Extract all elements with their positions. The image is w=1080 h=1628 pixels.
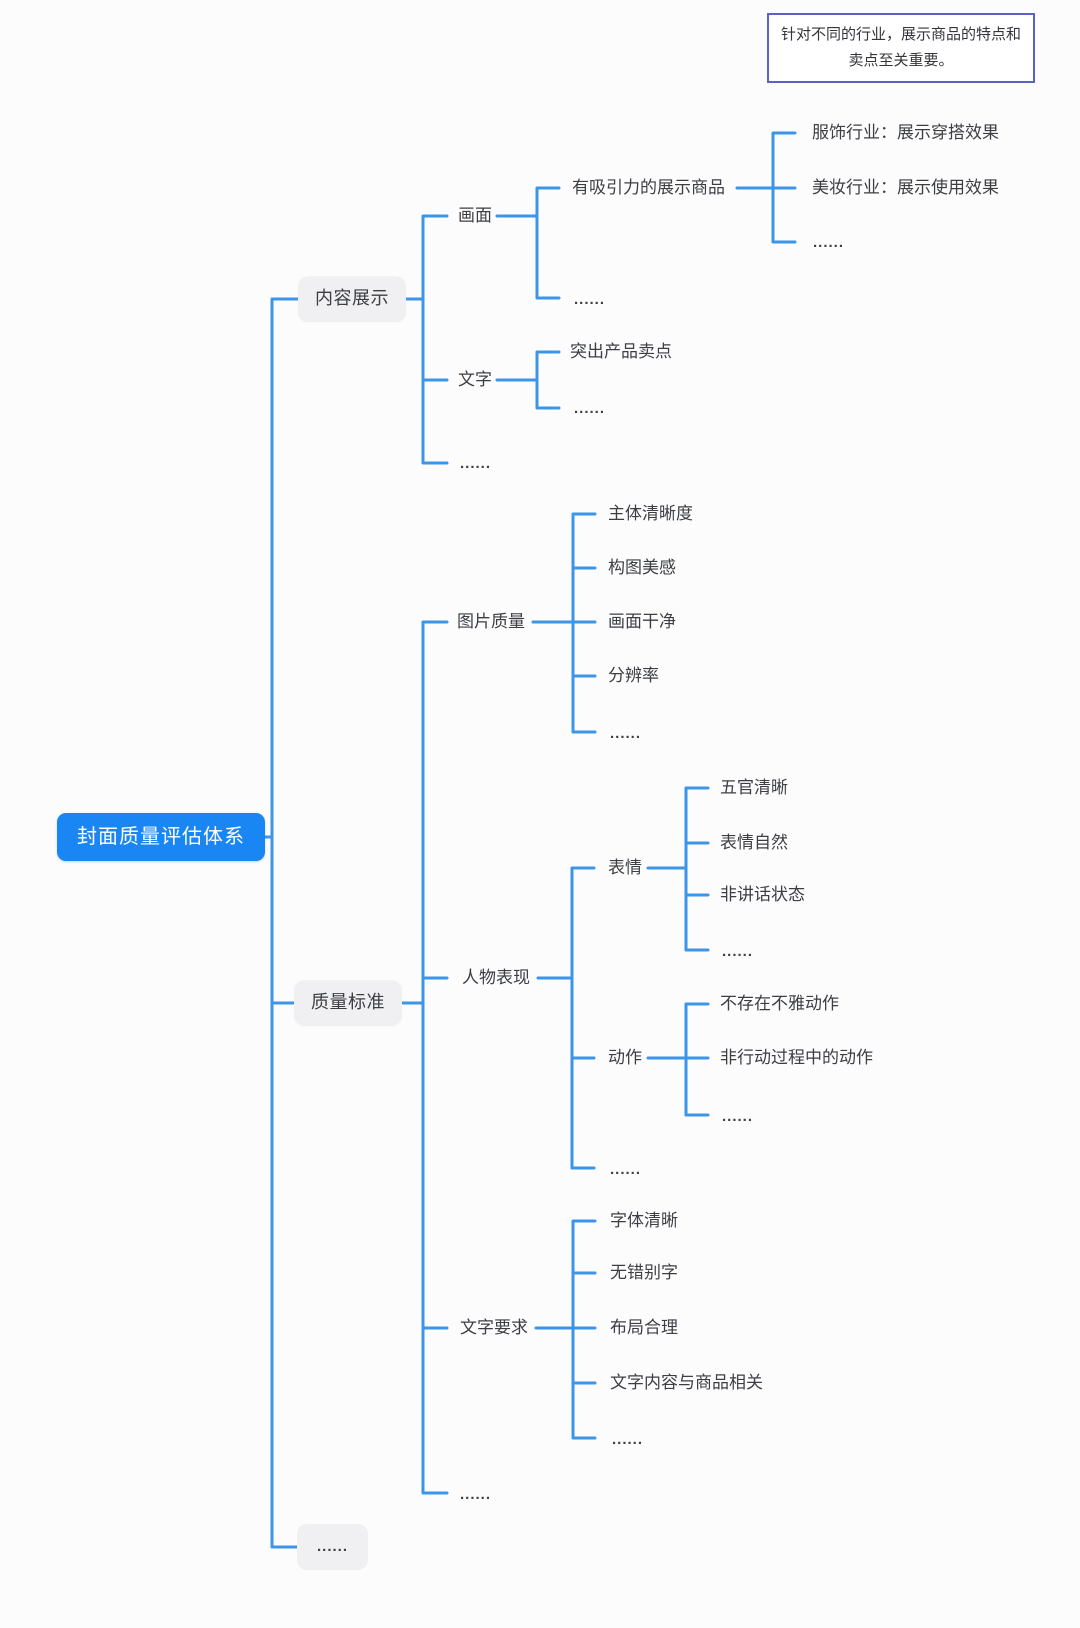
node-resolution[interactable]: 分辨率: [608, 665, 659, 685]
node-reasonable-layout[interactable]: 布局合理: [610, 1317, 678, 1337]
node-text-relevant-to-product[interactable]: 文字内容与商品相关: [610, 1372, 763, 1392]
note-callout[interactable]: 针对不同的行业，展示商品的特点和卖点至关重要。: [767, 13, 1043, 89]
node-composition-aesthetics[interactable]: 构图美感: [608, 557, 676, 577]
node-more-attractive-display[interactable]: ......: [813, 234, 845, 251]
node-more-text-requirements[interactable]: ......: [612, 1431, 644, 1448]
node-clear-font[interactable]: 字体清晰: [610, 1210, 678, 1230]
node-beauty-industry-usage-effect[interactable]: 美妆行业：展示使用效果: [812, 177, 999, 197]
node-no-indecent-action[interactable]: 不存在不雅动作: [720, 993, 839, 1013]
node-not-talking-state[interactable]: 非讲话状态: [720, 884, 805, 904]
node-more-character-performance[interactable]: ......: [610, 1161, 642, 1178]
node-more-image-quality[interactable]: ......: [610, 725, 642, 742]
branch-content-display[interactable]: 内容展示: [298, 276, 406, 322]
node-more-text[interactable]: ......: [574, 400, 606, 417]
note-text: 针对不同的行业，展示商品的特点和卖点至关重要。: [780, 26, 1021, 69]
node-clean-picture[interactable]: 画面干净: [608, 611, 676, 631]
node-text[interactable]: 文字: [458, 369, 492, 389]
node-apparel-industry-outfit-effect[interactable]: 服饰行业：展示穿搭效果: [812, 122, 999, 142]
node-more-picture[interactable]: ......: [574, 291, 606, 308]
node-text-requirements[interactable]: 文字要求: [460, 1317, 528, 1337]
node-picture[interactable]: 画面: [458, 205, 492, 225]
node-more-content-display[interactable]: ......: [460, 455, 492, 472]
node-expression[interactable]: 表情: [608, 857, 642, 877]
node-root-cover-quality-evaluation-system[interactable]: 封面质量评估体系: [57, 813, 265, 861]
node-highlight-selling-points[interactable]: 突出产品卖点: [570, 341, 672, 361]
node-more-action[interactable]: ......: [722, 1108, 754, 1125]
node-more-quality-standards[interactable]: ......: [460, 1486, 492, 1503]
node-clear-facial-features[interactable]: 五官清晰: [720, 777, 788, 797]
node-not-mid-action[interactable]: 非行动过程中的动作: [720, 1047, 873, 1067]
node-action[interactable]: 动作: [608, 1047, 642, 1067]
node-image-quality[interactable]: 图片质量: [457, 611, 525, 631]
node-no-typos[interactable]: 无错别字: [610, 1262, 678, 1282]
node-character-performance[interactable]: 人物表现: [462, 967, 530, 987]
branch-more[interactable]: ......: [297, 1524, 369, 1570]
node-more-expression[interactable]: ......: [722, 943, 754, 960]
branch-quality-standards[interactable]: 质量标准: [294, 980, 402, 1026]
node-attractive-product-display[interactable]: 有吸引力的展示商品: [572, 177, 725, 197]
node-subject-clarity[interactable]: 主体清晰度: [608, 503, 693, 523]
node-natural-expression[interactable]: 表情自然: [720, 832, 788, 852]
